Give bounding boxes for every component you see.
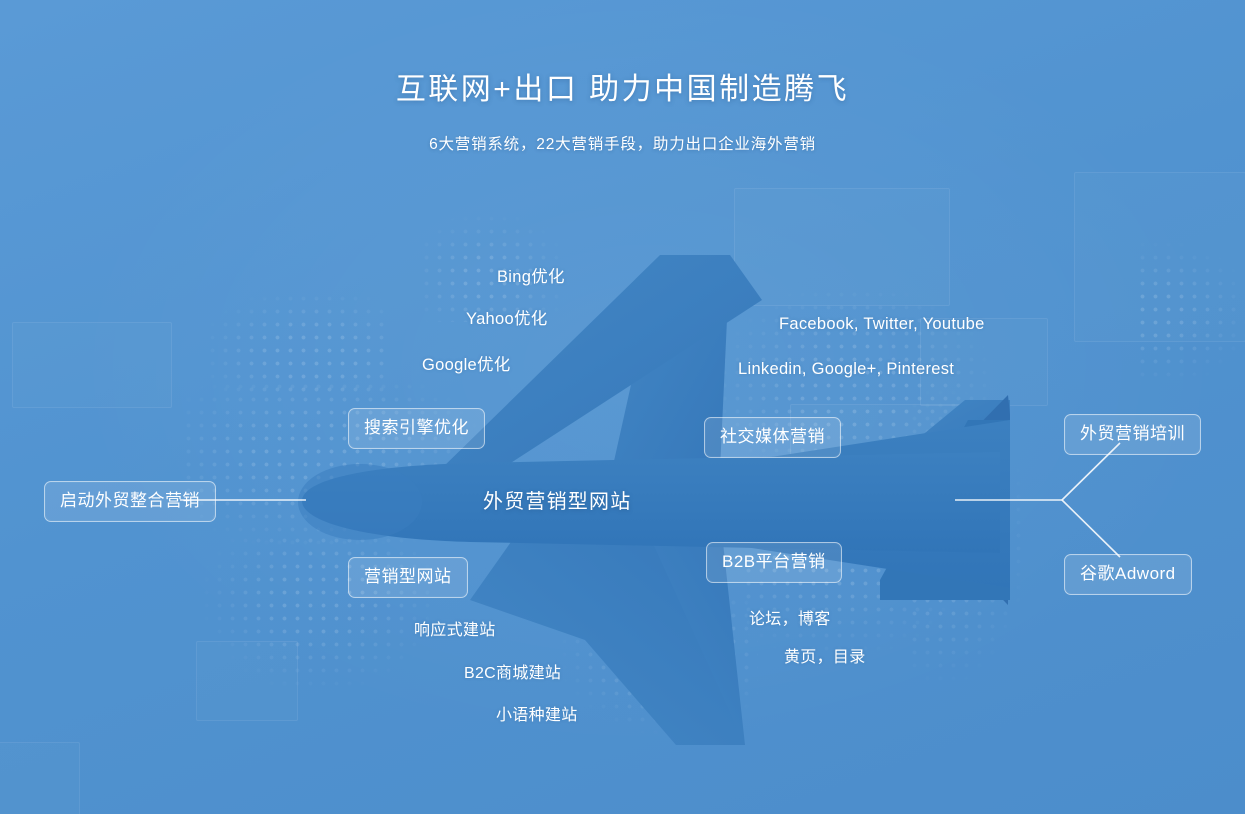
airplane-wing-lower-sweep [470, 515, 745, 745]
node-seo-child-yahoo: Yahoo优化 [466, 310, 548, 328]
node-seo-child-bing: Bing优化 [497, 268, 565, 286]
connector-adword [1061, 499, 1121, 558]
node-social-child-li: Linkedin, Google+, Pinterest [738, 360, 955, 378]
connector-training [1061, 442, 1121, 501]
node-b2b[interactable]: B2B平台营销 [706, 542, 842, 583]
airplane-nose [298, 464, 422, 540]
node-seo[interactable]: 搜索引擎优化 [348, 408, 485, 449]
node-center: 外贸营销型网站 [483, 491, 632, 513]
node-b2b-child-yellowpages: 黄页，目录 [784, 649, 866, 666]
node-seo-child-google: Google优化 [422, 356, 511, 374]
node-social[interactable]: 社交媒体营销 [704, 417, 841, 458]
node-website-child-b2c: B2C商城建站 [464, 665, 562, 682]
node-website-child-multilang: 小语种建站 [496, 707, 578, 724]
node-training[interactable]: 外贸营销培训 [1064, 414, 1201, 455]
header: 互联网+出口 助力中国制造腾飞 6大营销系统，22大营销手段，助力出口企业海外营… [0, 0, 1245, 154]
node-root[interactable]: 启动外贸整合营销 [44, 481, 216, 522]
node-b2b-child-forum: 论坛，博客 [749, 611, 831, 628]
airplane-wing-upper-sweep [440, 255, 762, 470]
node-adword[interactable]: 谷歌Adword [1064, 554, 1192, 595]
node-website[interactable]: 营销型网站 [348, 557, 468, 598]
airplane-fuselage [302, 452, 1000, 553]
node-social-child-fb: Facebook, Twitter, Youtube [779, 315, 985, 333]
node-website-child-responsive: 响应式建站 [414, 622, 496, 639]
page-title: 互联网+出口 助力中国制造腾飞 [395, 73, 850, 106]
page-subtitle: 6大营销系统，22大营销手段，助力出口企业海外营销 [429, 136, 816, 153]
